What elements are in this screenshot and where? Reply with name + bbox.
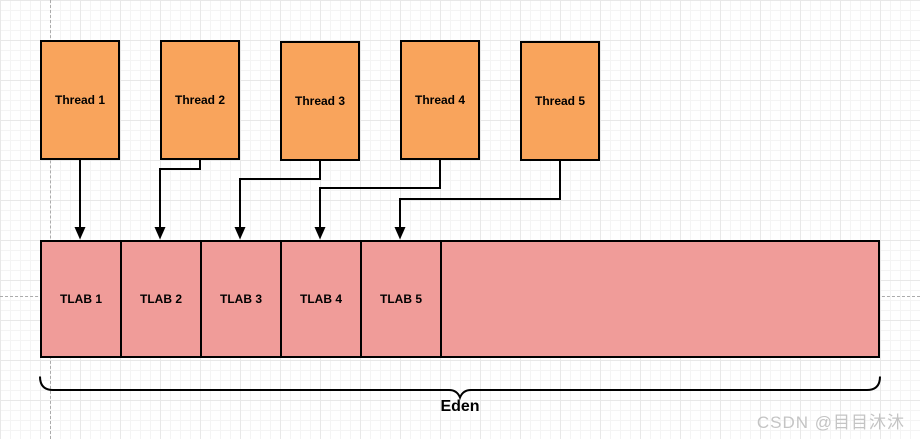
eden-free-space[interactable] bbox=[442, 242, 878, 356]
connector-thread-2[interactable] bbox=[154, 160, 201, 240]
thread-5-box[interactable]: Thread 5 bbox=[520, 41, 600, 161]
thread-4-label: Thread 4 bbox=[414, 93, 465, 107]
connector-thread-4[interactable] bbox=[314, 160, 441, 240]
tlab-3-cell[interactable]: TLAB 3 bbox=[202, 242, 282, 356]
tlab-2-cell[interactable]: TLAB 2 bbox=[122, 242, 202, 356]
tlab-1-cell[interactable]: TLAB 1 bbox=[42, 242, 122, 356]
connector-thread-5[interactable] bbox=[394, 161, 561, 240]
connector-thread-3[interactable] bbox=[234, 161, 321, 240]
arrowhead-thread-5 bbox=[394, 227, 406, 240]
page-break-line-vertical bbox=[50, 0, 51, 439]
tlab-5-label: TLAB 5 bbox=[380, 292, 422, 306]
tlab-4-cell[interactable]: TLAB 4 bbox=[282, 242, 362, 356]
thread-4-box[interactable]: Thread 4 bbox=[400, 40, 480, 160]
tlab-2-label: TLAB 2 bbox=[140, 292, 182, 306]
thread-3-label: Thread 3 bbox=[294, 94, 345, 108]
thread-2-label: Thread 2 bbox=[174, 93, 225, 107]
arrowhead-thread-2 bbox=[154, 227, 166, 240]
thread-3-box[interactable]: Thread 3 bbox=[280, 41, 360, 161]
connector-thread-1[interactable] bbox=[74, 160, 86, 240]
thread-2-box[interactable]: Thread 2 bbox=[160, 40, 240, 160]
eden-label: Eden bbox=[440, 398, 480, 415]
thread-1-box[interactable]: Thread 1 bbox=[40, 40, 120, 160]
arrowhead-thread-4 bbox=[314, 227, 326, 240]
tlab-4-label: TLAB 4 bbox=[300, 292, 342, 306]
tlab-5-cell[interactable]: TLAB 5 bbox=[362, 242, 442, 356]
arrowhead-thread-1 bbox=[74, 227, 86, 240]
tlab-3-label: TLAB 3 bbox=[220, 292, 262, 306]
tlab-1-label: TLAB 1 bbox=[60, 292, 102, 306]
watermark: CSDN @目目沐沐 bbox=[756, 413, 905, 432]
eden-brace[interactable] bbox=[39, 376, 881, 401]
eden-bar[interactable]: TLAB 1 TLAB 2 TLAB 3 TLAB 4 TLAB 5 bbox=[40, 240, 880, 358]
thread-5-label: Thread 5 bbox=[534, 94, 585, 108]
arrowhead-thread-3 bbox=[234, 227, 246, 240]
thread-1-label: Thread 1 bbox=[54, 93, 105, 107]
